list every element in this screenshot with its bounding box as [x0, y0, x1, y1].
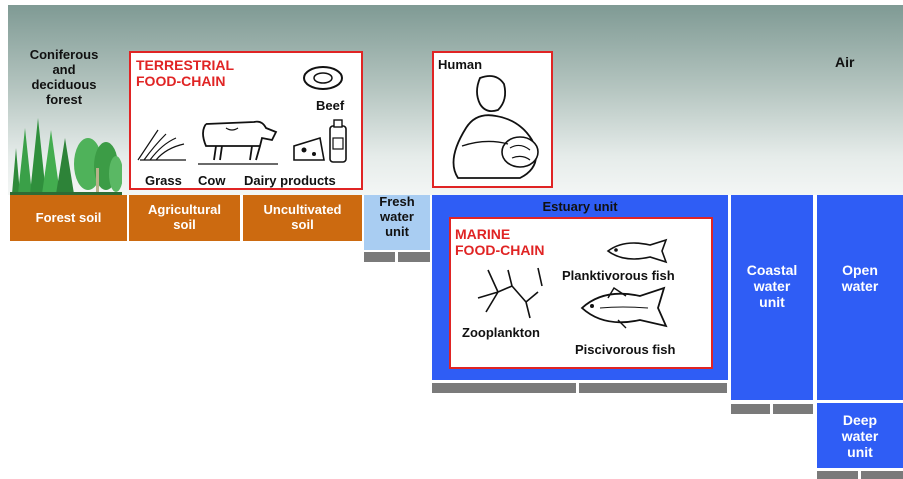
open-water-label: Open water: [817, 262, 903, 294]
human-eating-icon: [436, 70, 550, 184]
deep-water-label: Deep water unit: [817, 412, 903, 460]
fresh-water-label: Fresh water unit: [364, 195, 430, 240]
cow-label: Cow: [198, 173, 225, 188]
terrestrial-food-chain-title: TERRESTRIAL FOOD-CHAIN: [136, 57, 234, 89]
coastal-sediment: [731, 404, 770, 414]
marine-food-chain-title: MARINE FOOD-CHAIN: [455, 226, 544, 258]
estuary-sediment: [432, 383, 576, 393]
cow-icon: [196, 110, 280, 166]
deep-water-sediment: [861, 471, 903, 479]
uncultivated-soil-label: Uncultivated soil: [263, 203, 341, 233]
beef-label: Beef: [316, 98, 344, 113]
beef-icon: [302, 64, 344, 92]
coastal-sediment: [773, 404, 813, 414]
grass-label: Grass: [145, 173, 182, 188]
piscivorous-fish-icon: [578, 284, 680, 330]
fresh-water-sediment: [364, 252, 395, 262]
open-water-unit: [817, 195, 903, 400]
estuary-label: Estuary unit: [432, 200, 728, 215]
deep-water-sediment: [817, 471, 858, 479]
piscivorous-fish-label: Piscivorous fish: [575, 342, 675, 357]
agricultural-soil-label: Agricultural soil: [148, 203, 221, 233]
uncultivated-soil-compartment: Uncultivated soil: [243, 195, 362, 241]
estuary-sediment: [579, 383, 727, 393]
dairy-products-icon: [290, 118, 352, 166]
grass-icon: [136, 128, 188, 162]
zooplankton-icon: [468, 262, 550, 322]
planktivorous-fish-icon: [604, 237, 676, 265]
agricultural-soil-compartment: Agricultural soil: [129, 195, 240, 241]
forest-label: Coniferous and deciduous forest: [14, 48, 114, 108]
fresh-water-sediment: [398, 252, 430, 262]
planktivorous-fish-label: Planktivorous fish: [562, 268, 675, 283]
forest-trees-illustration: [10, 108, 122, 196]
forest-soil-compartment: Forest soil: [10, 195, 127, 241]
dairy-products-label: Dairy products: [244, 173, 336, 188]
coastal-water-label: Coastal water unit: [731, 262, 813, 310]
forest-soil-label: Forest soil: [36, 211, 102, 226]
zooplankton-label: Zooplankton: [462, 325, 540, 340]
air-label: Air: [835, 54, 854, 70]
